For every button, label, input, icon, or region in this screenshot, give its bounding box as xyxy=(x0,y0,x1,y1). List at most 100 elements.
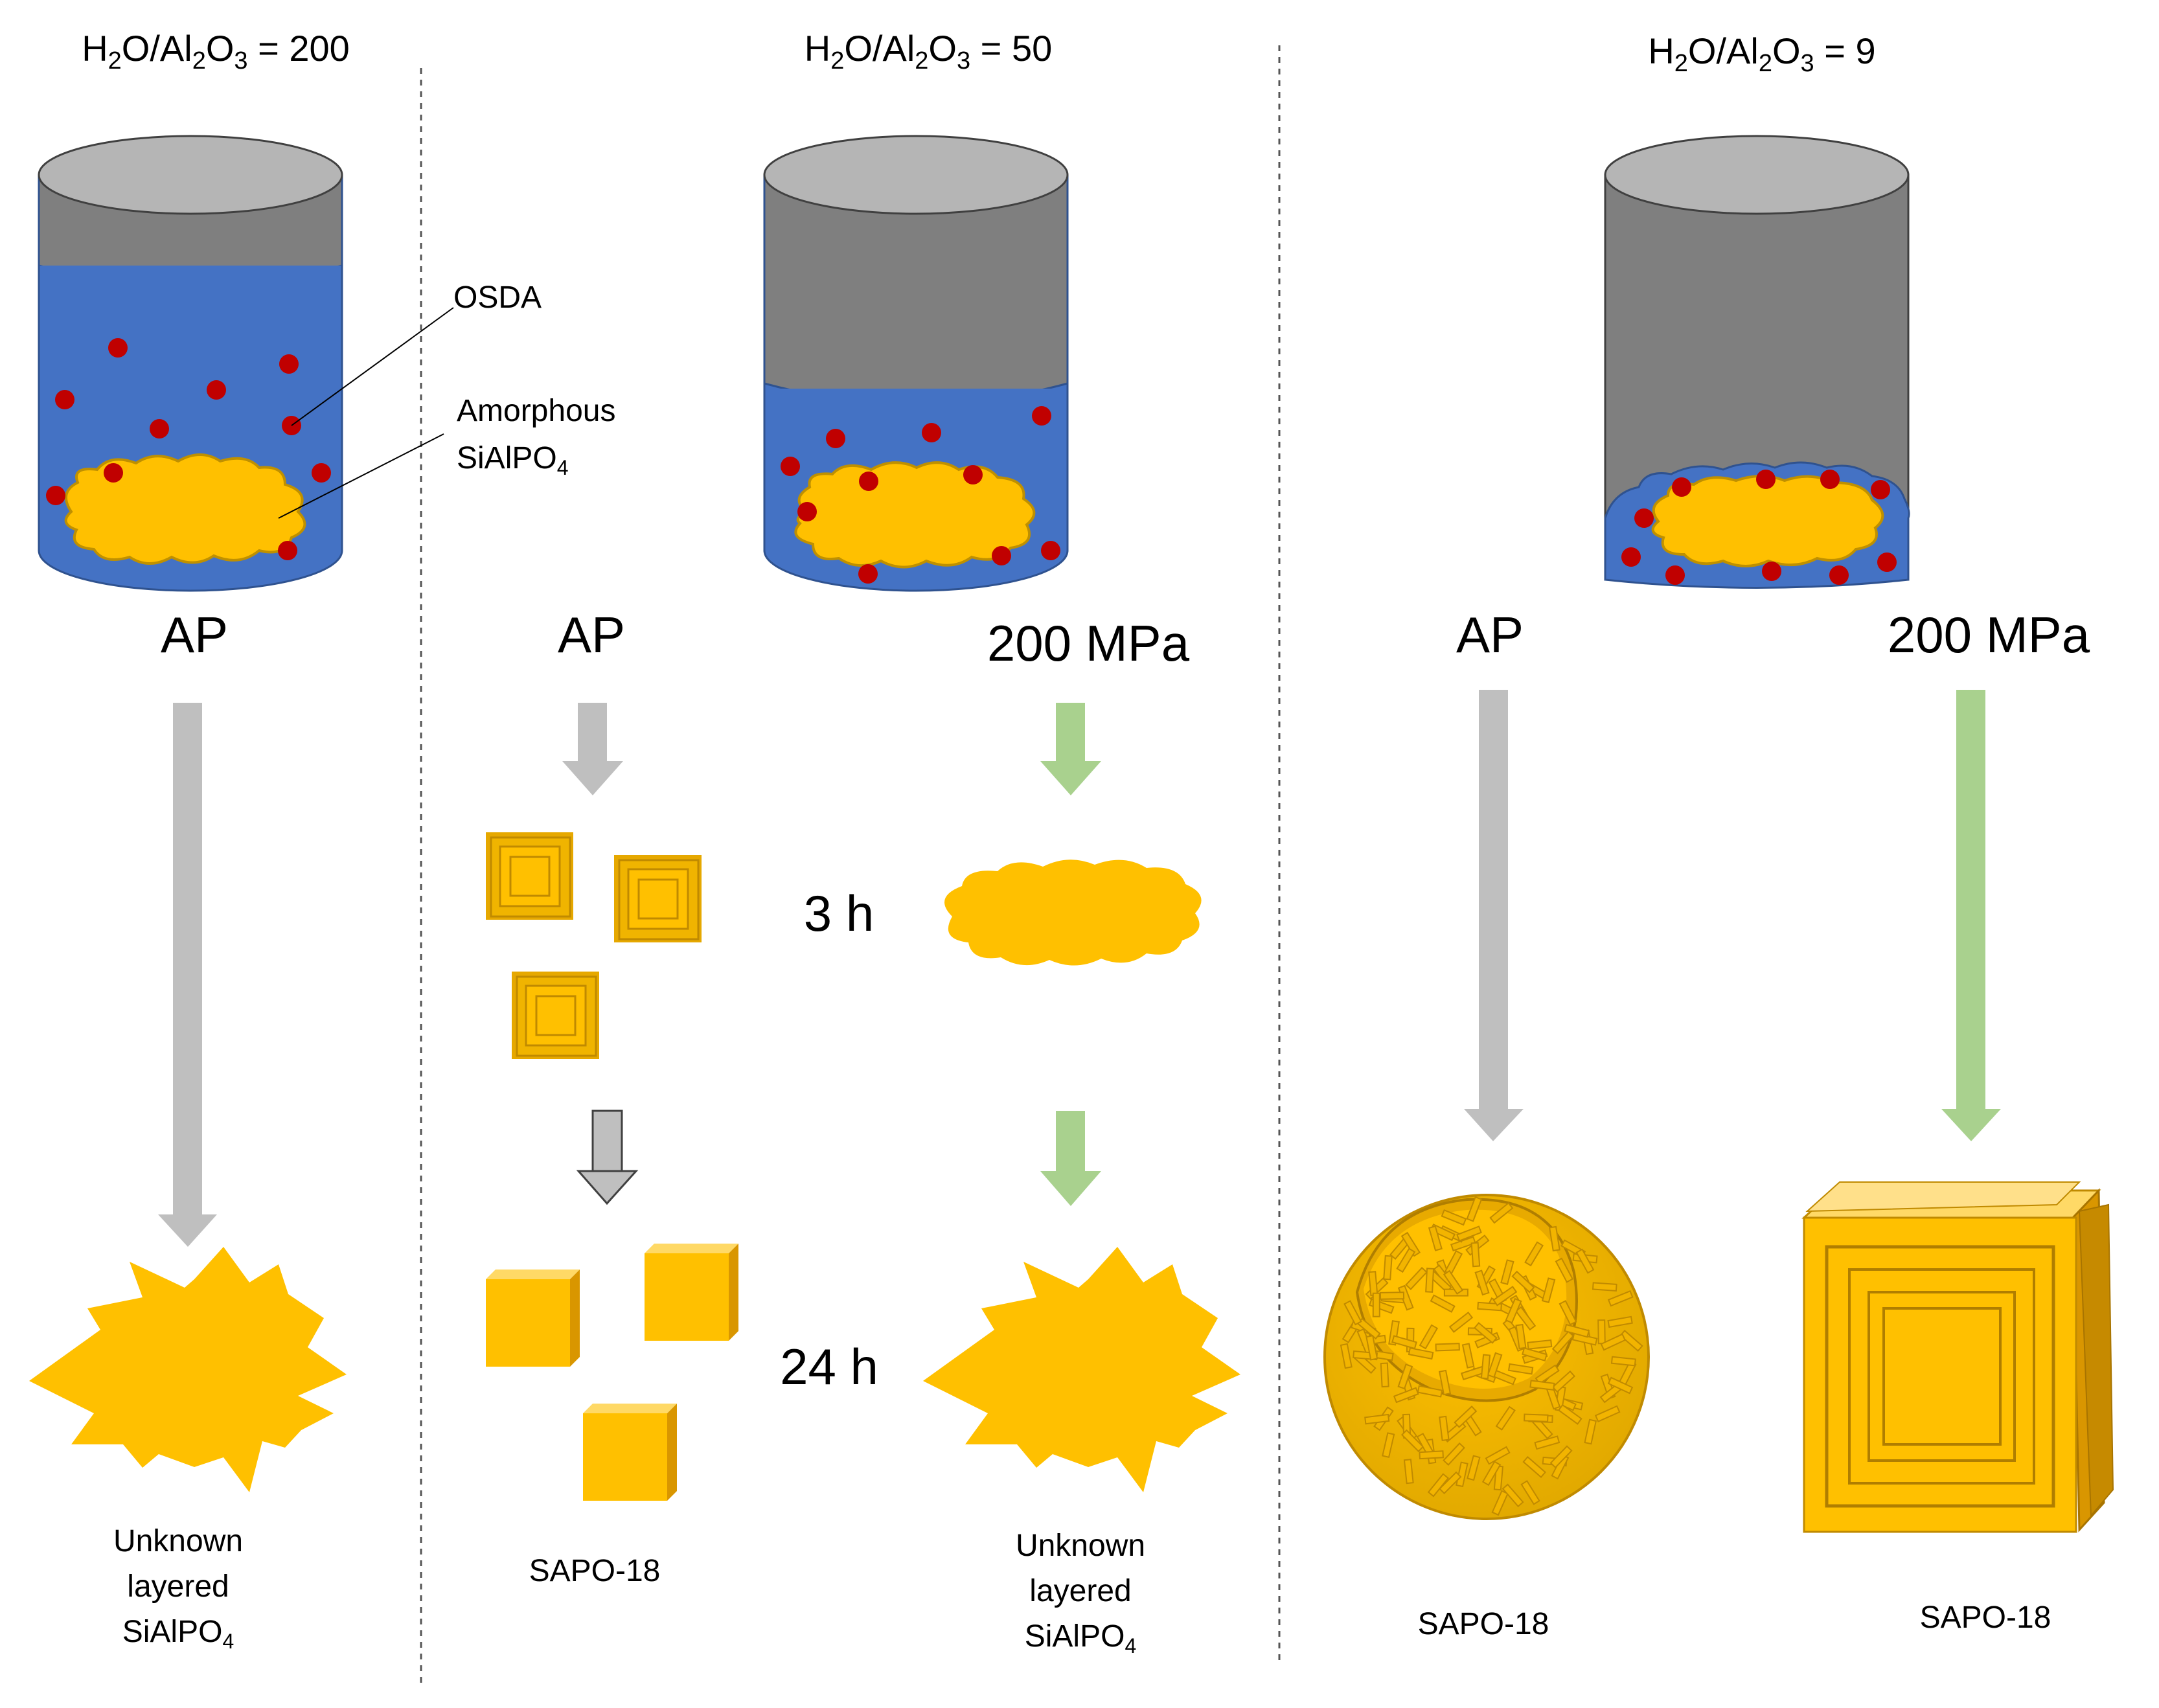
reactor-cylinder-50 xyxy=(763,135,1069,592)
needle-crystal xyxy=(1365,1335,1378,1361)
needle-crystal xyxy=(1443,1442,1465,1466)
needle-crystal xyxy=(1575,1248,1595,1274)
needle-crystal xyxy=(1461,1343,1475,1369)
needle-crystal xyxy=(1584,1418,1597,1445)
needle-crystal xyxy=(1527,1339,1553,1350)
needle-crystal xyxy=(1597,1319,1606,1345)
needle-crystal xyxy=(1391,1335,1417,1350)
needle-crystal xyxy=(1551,1330,1575,1354)
needle-crystal xyxy=(1557,1404,1582,1425)
needle-crystal xyxy=(1405,1266,1428,1290)
needle-crystal xyxy=(1549,1225,1560,1252)
reactor-cylinder-9 xyxy=(1604,135,1910,589)
needle-crystal xyxy=(1522,1347,1548,1362)
needle-crystal xyxy=(1466,1196,1483,1222)
arrow-ap-9 xyxy=(1464,690,1524,1141)
needle-crystal xyxy=(1403,1459,1414,1485)
needle-crystal xyxy=(1474,1270,1490,1296)
needle-crystal xyxy=(1400,1429,1424,1453)
needle-crystal xyxy=(1456,1225,1482,1242)
needle-crystal xyxy=(1343,1300,1362,1326)
needle-crystal xyxy=(1500,1259,1514,1286)
condition-mpa-9: 200 MPa xyxy=(1887,606,2090,663)
needle-crystal xyxy=(1524,1241,1544,1267)
arrow-mpa-9 xyxy=(1941,690,2001,1141)
needle-crystal xyxy=(1507,1363,1534,1375)
needle-crystal xyxy=(1495,1406,1516,1431)
product-label-9-ap: SAPO-18 xyxy=(1417,1607,1549,1641)
needle-crystal xyxy=(1467,1455,1481,1481)
needle-crystal xyxy=(1368,1271,1378,1297)
needle-crystal xyxy=(1443,1270,1464,1295)
needle-crystal xyxy=(1607,1315,1633,1328)
needle-crystal xyxy=(1592,1282,1617,1292)
needle-crystal xyxy=(1564,1323,1590,1338)
condition-ap-200: AP xyxy=(160,606,229,663)
label-amorphous-sialpo4: SiAlPO4 xyxy=(457,441,569,479)
sapo18-spherical-aggregate xyxy=(1323,1194,1650,1520)
needle-crystal xyxy=(1430,1294,1456,1313)
condition-ap-50: AP xyxy=(557,606,626,663)
needle-crystal xyxy=(1551,1370,1576,1393)
needle-crystal xyxy=(1619,1330,1643,1352)
needle-crystal xyxy=(1456,1461,1468,1488)
needle-crystal xyxy=(1396,1247,1416,1273)
amorphous-solid-blob xyxy=(64,453,306,565)
arrow-mpa-50-3h xyxy=(1040,703,1101,795)
header-ratio-50: H2O/Al2O3 = 50 xyxy=(804,28,1053,74)
needle-crystal xyxy=(1473,1322,1498,1344)
needle-crystal xyxy=(1514,1306,1536,1331)
needle-crystal xyxy=(1505,1297,1522,1324)
needle-crystal xyxy=(1364,1413,1390,1425)
sapo18-cubes-24h xyxy=(486,1244,738,1501)
needle-crystal xyxy=(1520,1480,1540,1505)
needle-crystal xyxy=(1489,1202,1514,1224)
layered-crystals-3h xyxy=(486,832,702,1059)
needle-crystal xyxy=(1541,1277,1556,1304)
arrow-mpa-50-24h xyxy=(1040,1111,1101,1206)
needle-crystal xyxy=(1610,1356,1636,1367)
label-amorphous: Amorphous xyxy=(457,394,616,428)
needle-crystal xyxy=(1502,1483,1524,1508)
needle-crystal xyxy=(1477,1301,1502,1312)
needle-crystal xyxy=(1454,1406,1478,1428)
needle-crystal xyxy=(1428,1225,1443,1251)
needle-crystal xyxy=(1448,1311,1474,1333)
needle-crystal xyxy=(1607,1376,1634,1395)
needle-crystal xyxy=(1534,1435,1560,1450)
needle-crystal xyxy=(1419,1450,1444,1460)
arrow-ap-50-24h xyxy=(576,1110,639,1205)
needle-crystal xyxy=(1559,1300,1577,1326)
needle-crystal xyxy=(1492,1286,1518,1306)
needle-crystal xyxy=(1380,1362,1389,1388)
needle-crystal xyxy=(1400,1231,1421,1257)
needle-crystal xyxy=(1379,1292,1405,1300)
amorphous-cloud-3h xyxy=(944,860,1202,966)
needle-crystal xyxy=(1435,1343,1460,1352)
needle-crystal xyxy=(1522,1456,1546,1478)
condition-ap-9: AP xyxy=(1456,606,1524,663)
needle-crystal xyxy=(1487,1352,1503,1378)
needle-crystal xyxy=(1397,1363,1413,1390)
needle-crystal xyxy=(1600,1333,1627,1351)
reactor-cylinder-200 xyxy=(38,135,343,592)
needle-crystal xyxy=(1439,1415,1450,1441)
sapo18-large-layered-crystal xyxy=(1801,1181,2114,1533)
needle-crystal xyxy=(1417,1385,1443,1398)
needle-crystal xyxy=(1382,1432,1395,1458)
needle-crystal xyxy=(1485,1446,1511,1465)
needle-crystal xyxy=(1340,1343,1353,1369)
needle-crystal xyxy=(1511,1270,1535,1293)
needle-crystal xyxy=(1470,1242,1481,1268)
needle-crystal xyxy=(1383,1255,1393,1281)
time-24h: 24 h xyxy=(780,1338,878,1395)
product-label-50-ap: SAPO-18 xyxy=(529,1554,661,1588)
needle-crystal xyxy=(1388,1320,1400,1346)
needle-crystal xyxy=(1524,1413,1549,1422)
header-ratio-9: H2O/Al2O3 = 9 xyxy=(1648,30,1876,77)
needle-crystal xyxy=(1594,1405,1621,1423)
arrow-ap-200 xyxy=(158,703,217,1247)
needle-crystal xyxy=(1408,1347,1434,1360)
